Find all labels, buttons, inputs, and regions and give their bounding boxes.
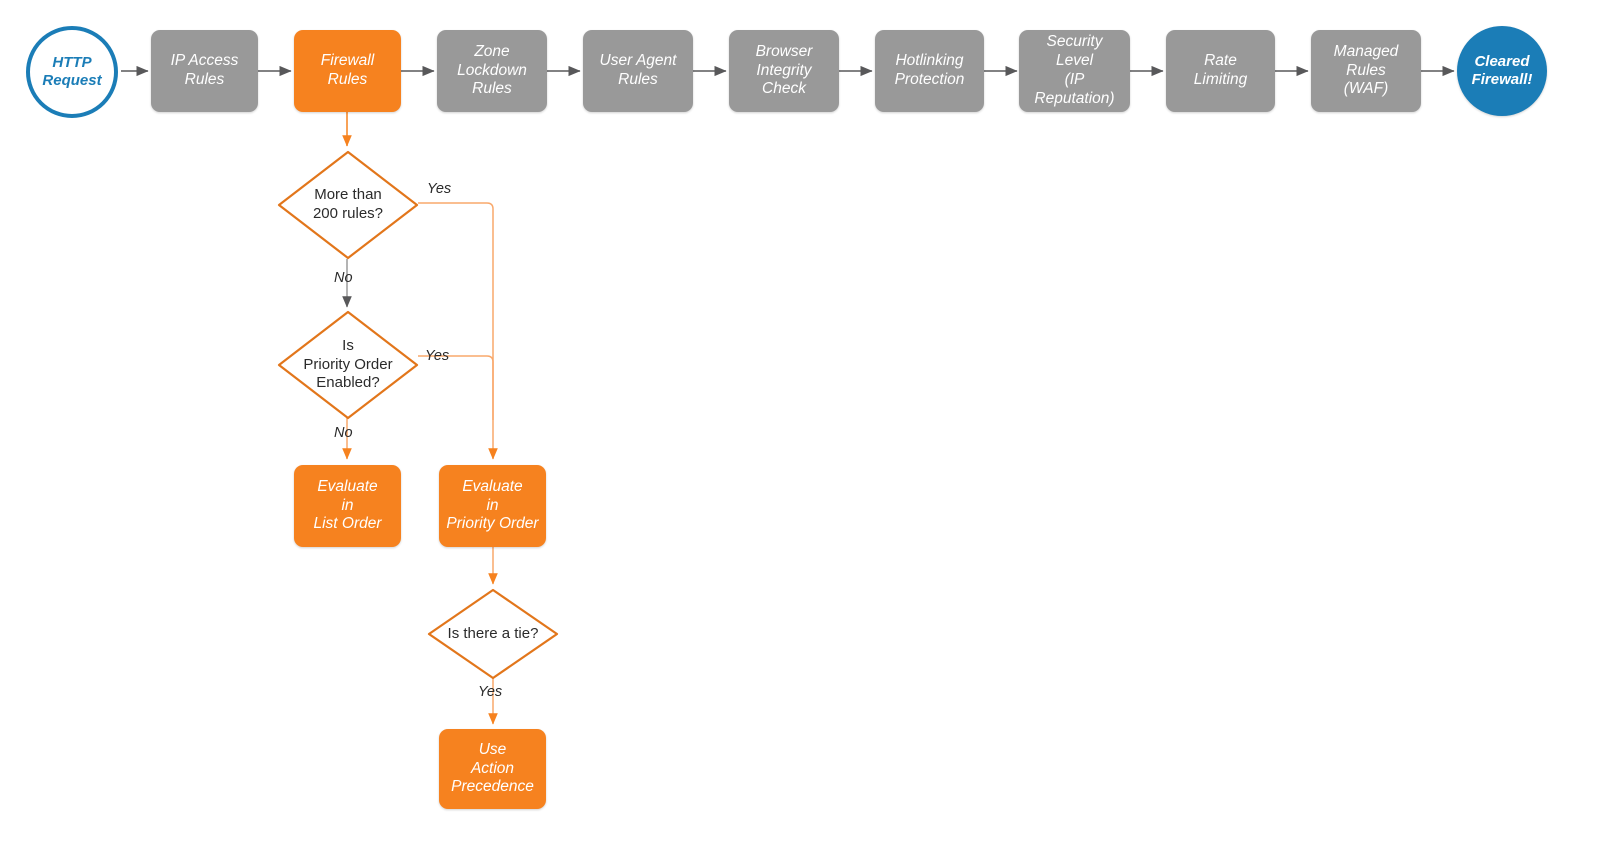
node-zone-lockdown-rules-label: Zone Lockdown Rules — [457, 42, 527, 98]
node-hotlinking-protection-label: Hotlinking Protection — [894, 52, 965, 88]
edge-label-yes-is-there-a-tie: Yes — [478, 684, 503, 700]
node-user-agent-rules[interactable]: User Agent Rules — [583, 30, 693, 112]
node-decision-is-there-a-tie[interactable]: Is there a tie? — [427, 588, 559, 680]
node-security-level-label: Security Level (IP Reputation) — [1034, 33, 1115, 107]
node-http-request[interactable]: HTTP Request — [26, 26, 118, 118]
edge-label-yes-more-than-200: Yes — [427, 181, 452, 197]
diamond-shape — [277, 150, 419, 260]
node-cleared-firewall-label: Cleared Firewall! — [1471, 52, 1533, 88]
node-ip-access-rules-label: IP Access Rules — [170, 52, 239, 88]
node-user-agent-rules-label: User Agent Rules — [599, 52, 677, 88]
node-cleared-firewall[interactable]: Cleared Firewall! — [1457, 26, 1547, 116]
node-evaluate-in-list-order[interactable]: Evaluate in List Order — [294, 465, 401, 547]
node-decision-is-priority-order-enabled-label: Is Priority Order Enabled? — [303, 336, 393, 392]
node-http-request-label: HTTP Request — [42, 53, 102, 89]
node-ip-access-rules[interactable]: IP Access Rules — [151, 30, 258, 112]
node-security-level[interactable]: Security Level (IP Reputation) — [1019, 30, 1130, 112]
node-rate-limiting[interactable]: Rate Limiting — [1166, 30, 1275, 112]
diamond-shape — [277, 310, 419, 420]
edge-label-no-priority-order: No — [334, 425, 353, 441]
node-browser-integrity-check[interactable]: Browser Integrity Check — [729, 30, 839, 112]
node-firewall-rules-label: Firewall Rules — [320, 52, 375, 88]
node-use-action-precedence-label: Use Action Precedence — [451, 740, 534, 796]
edge-label-yes-priority-order: Yes — [425, 348, 450, 364]
node-evaluate-in-list-order-label: Evaluate in List Order — [313, 477, 382, 533]
node-decision-is-there-a-tie-label: Is there a tie? — [447, 624, 539, 642]
node-decision-more-than-200-rules-label: More than 200 rules? — [312, 186, 384, 222]
diamond-shape — [427, 588, 559, 680]
edge-label-no-more-than-200: No — [334, 270, 353, 286]
node-hotlinking-protection[interactable]: Hotlinking Protection — [875, 30, 984, 112]
node-use-action-precedence[interactable]: Use Action Precedence — [439, 729, 546, 809]
node-rate-limiting-label: Rate Limiting — [1193, 52, 1248, 88]
node-evaluate-in-priority-order[interactable]: Evaluate in Priority Order — [439, 465, 546, 547]
node-browser-integrity-check-label: Browser Integrity Check — [755, 42, 813, 98]
node-firewall-rules[interactable]: Firewall Rules — [294, 30, 401, 112]
node-managed-rules-waf-label: Managed Rules (WAF) — [1333, 42, 1399, 98]
node-managed-rules-waf[interactable]: Managed Rules (WAF) — [1311, 30, 1421, 112]
node-decision-more-than-200-rules[interactable]: More than 200 rules? — [277, 150, 419, 260]
node-evaluate-in-priority-order-label: Evaluate in Priority Order — [446, 477, 539, 533]
edge-d2-yes-to-priority — [418, 355, 494, 420]
node-zone-lockdown-rules[interactable]: Zone Lockdown Rules — [437, 30, 547, 112]
edge-d1-yes-to-priority — [418, 202, 498, 460]
node-decision-is-priority-order-enabled[interactable]: Is Priority Order Enabled? — [277, 310, 419, 420]
